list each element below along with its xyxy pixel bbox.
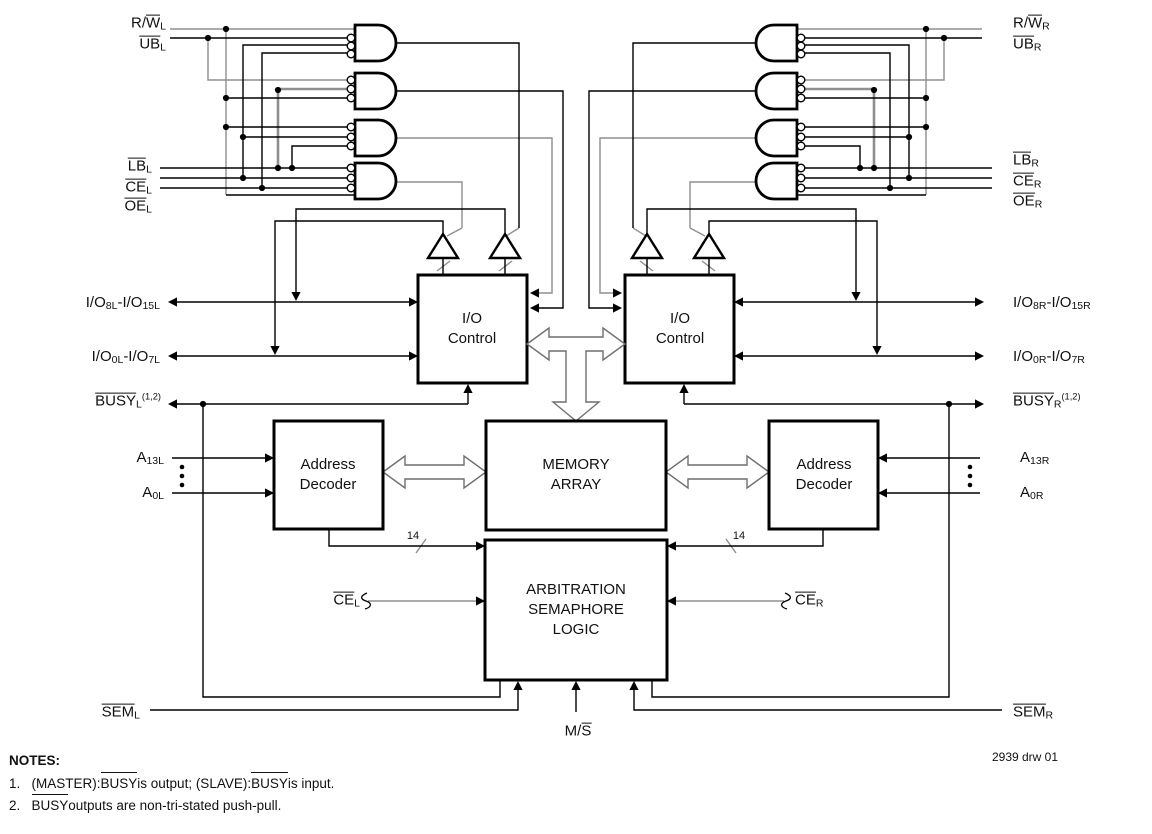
output-buffer-triangles	[425, 231, 523, 260]
black-wires	[150, 37, 564, 711]
control-and-gates	[353, 23, 398, 201]
bus-width-label-left: 14	[406, 530, 420, 542]
pin-rw-right: R/WR	[1013, 14, 1050, 33]
bus-break-squiggle-icon	[360, 592, 372, 610]
pin-rw-left: R/WL	[130, 14, 166, 33]
pin-io-hi-right: I/O8R-I/O15R	[1013, 294, 1091, 313]
decoder-memory-bus-arrow	[381, 454, 488, 490]
center-elements	[483, 326, 669, 712]
pin-a13-left: A13L	[136, 449, 164, 468]
pin-ce-left: CEL	[125, 178, 152, 197]
master-slave-arrowhead	[571, 681, 581, 690]
note-item-2: 2. BUSY outputs are non-tri-stated push-…	[9, 794, 334, 817]
io-io-bus-arrow	[525, 326, 627, 362]
pin-sem-left: SEML	[101, 703, 140, 722]
drawing-number: 2939 drw 01	[991, 750, 1059, 764]
notes-heading: NOTES:	[9, 753, 61, 768]
pin-busy-right: BUSYR(1,2)	[1013, 391, 1081, 411]
pin-io-hi-left: I/O8L-I/O15L	[85, 294, 160, 313]
pin-sem-right: SEMR	[1013, 703, 1054, 722]
junction-dots	[199, 25, 296, 408]
address-decoder-block	[272, 419, 385, 531]
thick-gray-wire	[276, 87, 347, 168]
bus-width-label-right: 14	[732, 530, 746, 542]
memory-array-block	[484, 419, 668, 532]
pin-lb-left: LBL	[127, 157, 152, 176]
notes: NOTES: 1. (MASTER): BUSY is output; (SLA…	[9, 750, 334, 817]
note-item-1: 1. (MASTER): BUSY is output; (SLAVE): BU…	[9, 771, 334, 795]
and-gate-3	[353, 118, 398, 158]
and-gate-1	[353, 23, 398, 63]
arbitration-block	[483, 538, 669, 682]
and-gate-2	[353, 71, 398, 111]
pin-a0-left: A0L	[142, 484, 164, 503]
address-ellipsis-dots	[179, 464, 185, 488]
io-control-block	[416, 273, 529, 385]
gate-input-bubbles	[346, 33, 356, 193]
pin-io-lo-left: I/O0L-I/O7L	[91, 348, 160, 367]
buffer-triangle-outer	[425, 231, 461, 260]
pin-lb-right: LBR	[1013, 151, 1039, 170]
pin-ub-right: UBR	[1013, 35, 1042, 54]
pin-a13-right: A13R	[1020, 449, 1050, 468]
pin-ce-arb-left: CEL	[333, 591, 360, 610]
pin-oe-left: OEL	[124, 197, 152, 216]
pin-oe-right: OER	[1013, 192, 1043, 211]
pin-a0-right: A0R	[1020, 484, 1044, 503]
arrowheads	[168, 288, 539, 690]
gray-wires	[170, 28, 553, 602]
pin-io-lo-right: I/O0R-I/O7R	[1013, 348, 1085, 367]
left-half-wiring	[150, 23, 564, 711]
pin-ub-left: UBL	[139, 35, 166, 54]
io-memory-bus-arrow	[551, 351, 601, 422]
pin-busy-left: BUSYL(1,2)	[95, 391, 161, 411]
pin-ce-arb-right: CER	[795, 591, 824, 610]
buffer-triangle-inner	[487, 231, 523, 260]
and-gate-4	[353, 161, 398, 201]
pin-ce-right: CER	[1013, 172, 1042, 191]
pin-master-slave: M/S	[564, 722, 592, 740]
